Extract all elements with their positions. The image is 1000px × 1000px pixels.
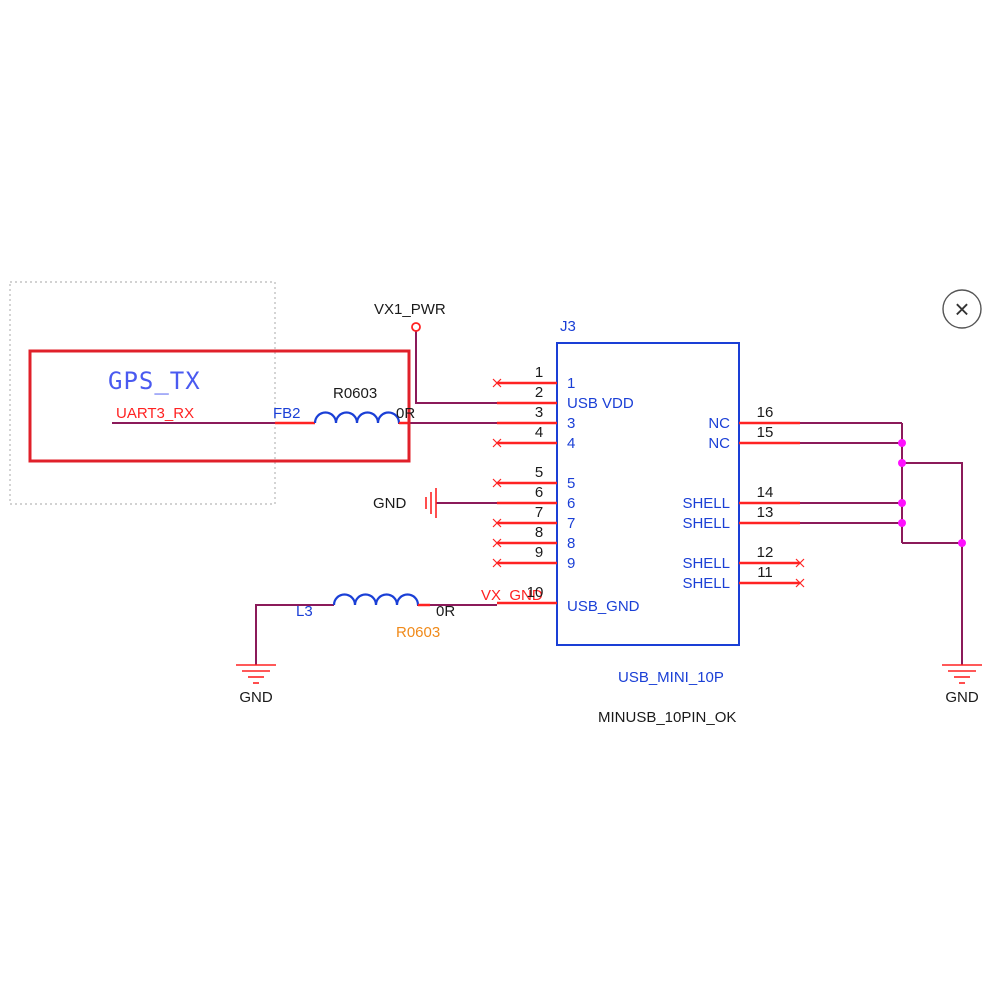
- connector-left-pins: [497, 381, 557, 605]
- highlight-box[interactable]: [28, 349, 411, 463]
- l3-coil-icon: [332, 593, 420, 606]
- pin-number: 14: [757, 484, 774, 501]
- pin-number: 9: [535, 544, 543, 561]
- junctions: [898, 439, 966, 547]
- pin-name: SHELL: [682, 555, 730, 572]
- pin-name: 3: [567, 415, 575, 432]
- pin-name: SHELL: [682, 515, 730, 532]
- pin-number: 11: [757, 564, 773, 581]
- no-connect-icon: [492, 558, 502, 568]
- connector-right-pins: [739, 421, 800, 585]
- power-port-icon[interactable]: [411, 322, 421, 332]
- pin-number: 15: [757, 424, 774, 441]
- wire-vx1-pwr: [415, 331, 497, 404]
- no-connect-icon: [492, 478, 502, 488]
- wire-l3-gnd: [255, 604, 334, 665]
- dotted-region: [9, 281, 276, 505]
- fb2-ref: FB2: [273, 405, 301, 422]
- net-label-gnd-right: GND: [945, 689, 979, 706]
- pin-name: 8: [567, 535, 575, 552]
- junction-dot: [898, 459, 906, 467]
- pin-name: USB VDD: [567, 395, 634, 412]
- l3-footprint: R0603: [396, 624, 440, 641]
- l3-ref: L3: [296, 603, 313, 620]
- wires: [112, 331, 963, 665]
- pin-name: 4: [567, 435, 575, 452]
- l3-inductor[interactable]: [332, 593, 430, 607]
- pin-name: 9: [567, 555, 575, 572]
- pin-number: 10: [527, 584, 544, 601]
- left-pin-names: 1 USB VDD 3 4 5 6 7 8 9 USB_GND: [567, 375, 640, 615]
- connector-footprint: MINUSB_10PIN_OK: [598, 709, 736, 726]
- pin-number: 8: [535, 524, 543, 541]
- right-pin-numbers: 16 15 14 13 12 11: [757, 404, 774, 581]
- pin-name: NC: [708, 435, 730, 452]
- no-connect-icon: [492, 438, 502, 448]
- gnd-right-icon: [942, 664, 982, 684]
- highlight-title: GPS_TX: [108, 367, 201, 395]
- no-connect-icon: [795, 558, 805, 568]
- l3-value: 0R: [436, 603, 455, 620]
- gnd-chassis-icon: [425, 488, 437, 518]
- net-label-uart3-rx: UART3_RX: [116, 405, 194, 422]
- connector-part: USB_MINI_10P: [618, 669, 724, 686]
- junction-dot: [958, 539, 966, 547]
- pin-name: 6: [567, 495, 575, 512]
- no-connect-icon: [492, 538, 502, 548]
- pin-number: 12: [757, 544, 774, 561]
- connector-ref: J3: [560, 318, 576, 335]
- net-label-vx1-pwr: VX1_PWR: [374, 301, 446, 318]
- fb2-value: 0R: [396, 405, 415, 422]
- pin-number: 1: [535, 364, 543, 381]
- close-icon: ×: [954, 294, 969, 324]
- junction-dot: [898, 439, 906, 447]
- pin-name: 1: [567, 375, 575, 392]
- no-connect-marks: [492, 378, 805, 588]
- gnd-left-icon: [236, 664, 276, 684]
- net-label-gnd-left: GND: [239, 689, 273, 706]
- right-pin-names: NC NC SHELL SHELL SHELL SHELL: [682, 415, 730, 592]
- pin-number: 2: [535, 384, 543, 401]
- pin-name: 5: [567, 475, 575, 492]
- net-label-gnd-mid: GND: [373, 495, 407, 512]
- close-button-ring: [942, 289, 982, 329]
- pin-number: 16: [757, 404, 774, 421]
- connector-j3-body[interactable]: [556, 342, 740, 646]
- fb2-coil-icon: [313, 411, 401, 424]
- pin-name: SHELL: [682, 575, 730, 592]
- fb2-footprint: R0603: [333, 385, 377, 402]
- net-label-vx-gnd: VX_GND: [481, 587, 543, 604]
- pin-name: 7: [567, 515, 575, 532]
- pin-name: SHELL: [682, 495, 730, 512]
- no-connect-icon: [795, 578, 805, 588]
- pin-number: 4: [535, 424, 543, 441]
- left-pin-numbers: 1 2 3 4 5 6 7 8 9 10: [527, 364, 544, 601]
- close-button[interactable]: ×: [942, 289, 982, 329]
- pin-name: NC: [708, 415, 730, 432]
- junction-dot: [898, 519, 906, 527]
- junction-dot: [898, 499, 906, 507]
- pin-number: 7: [535, 504, 543, 521]
- pin-number: 3: [535, 404, 543, 421]
- pin-number: 6: [535, 484, 543, 501]
- pin-number: 5: [535, 464, 543, 481]
- pin-name: USB_GND: [567, 598, 640, 615]
- pin-number: 13: [757, 504, 774, 521]
- no-connect-icon: [492, 518, 502, 528]
- wire-shell-gnd: [902, 462, 963, 665]
- no-connect-icon: [492, 378, 502, 388]
